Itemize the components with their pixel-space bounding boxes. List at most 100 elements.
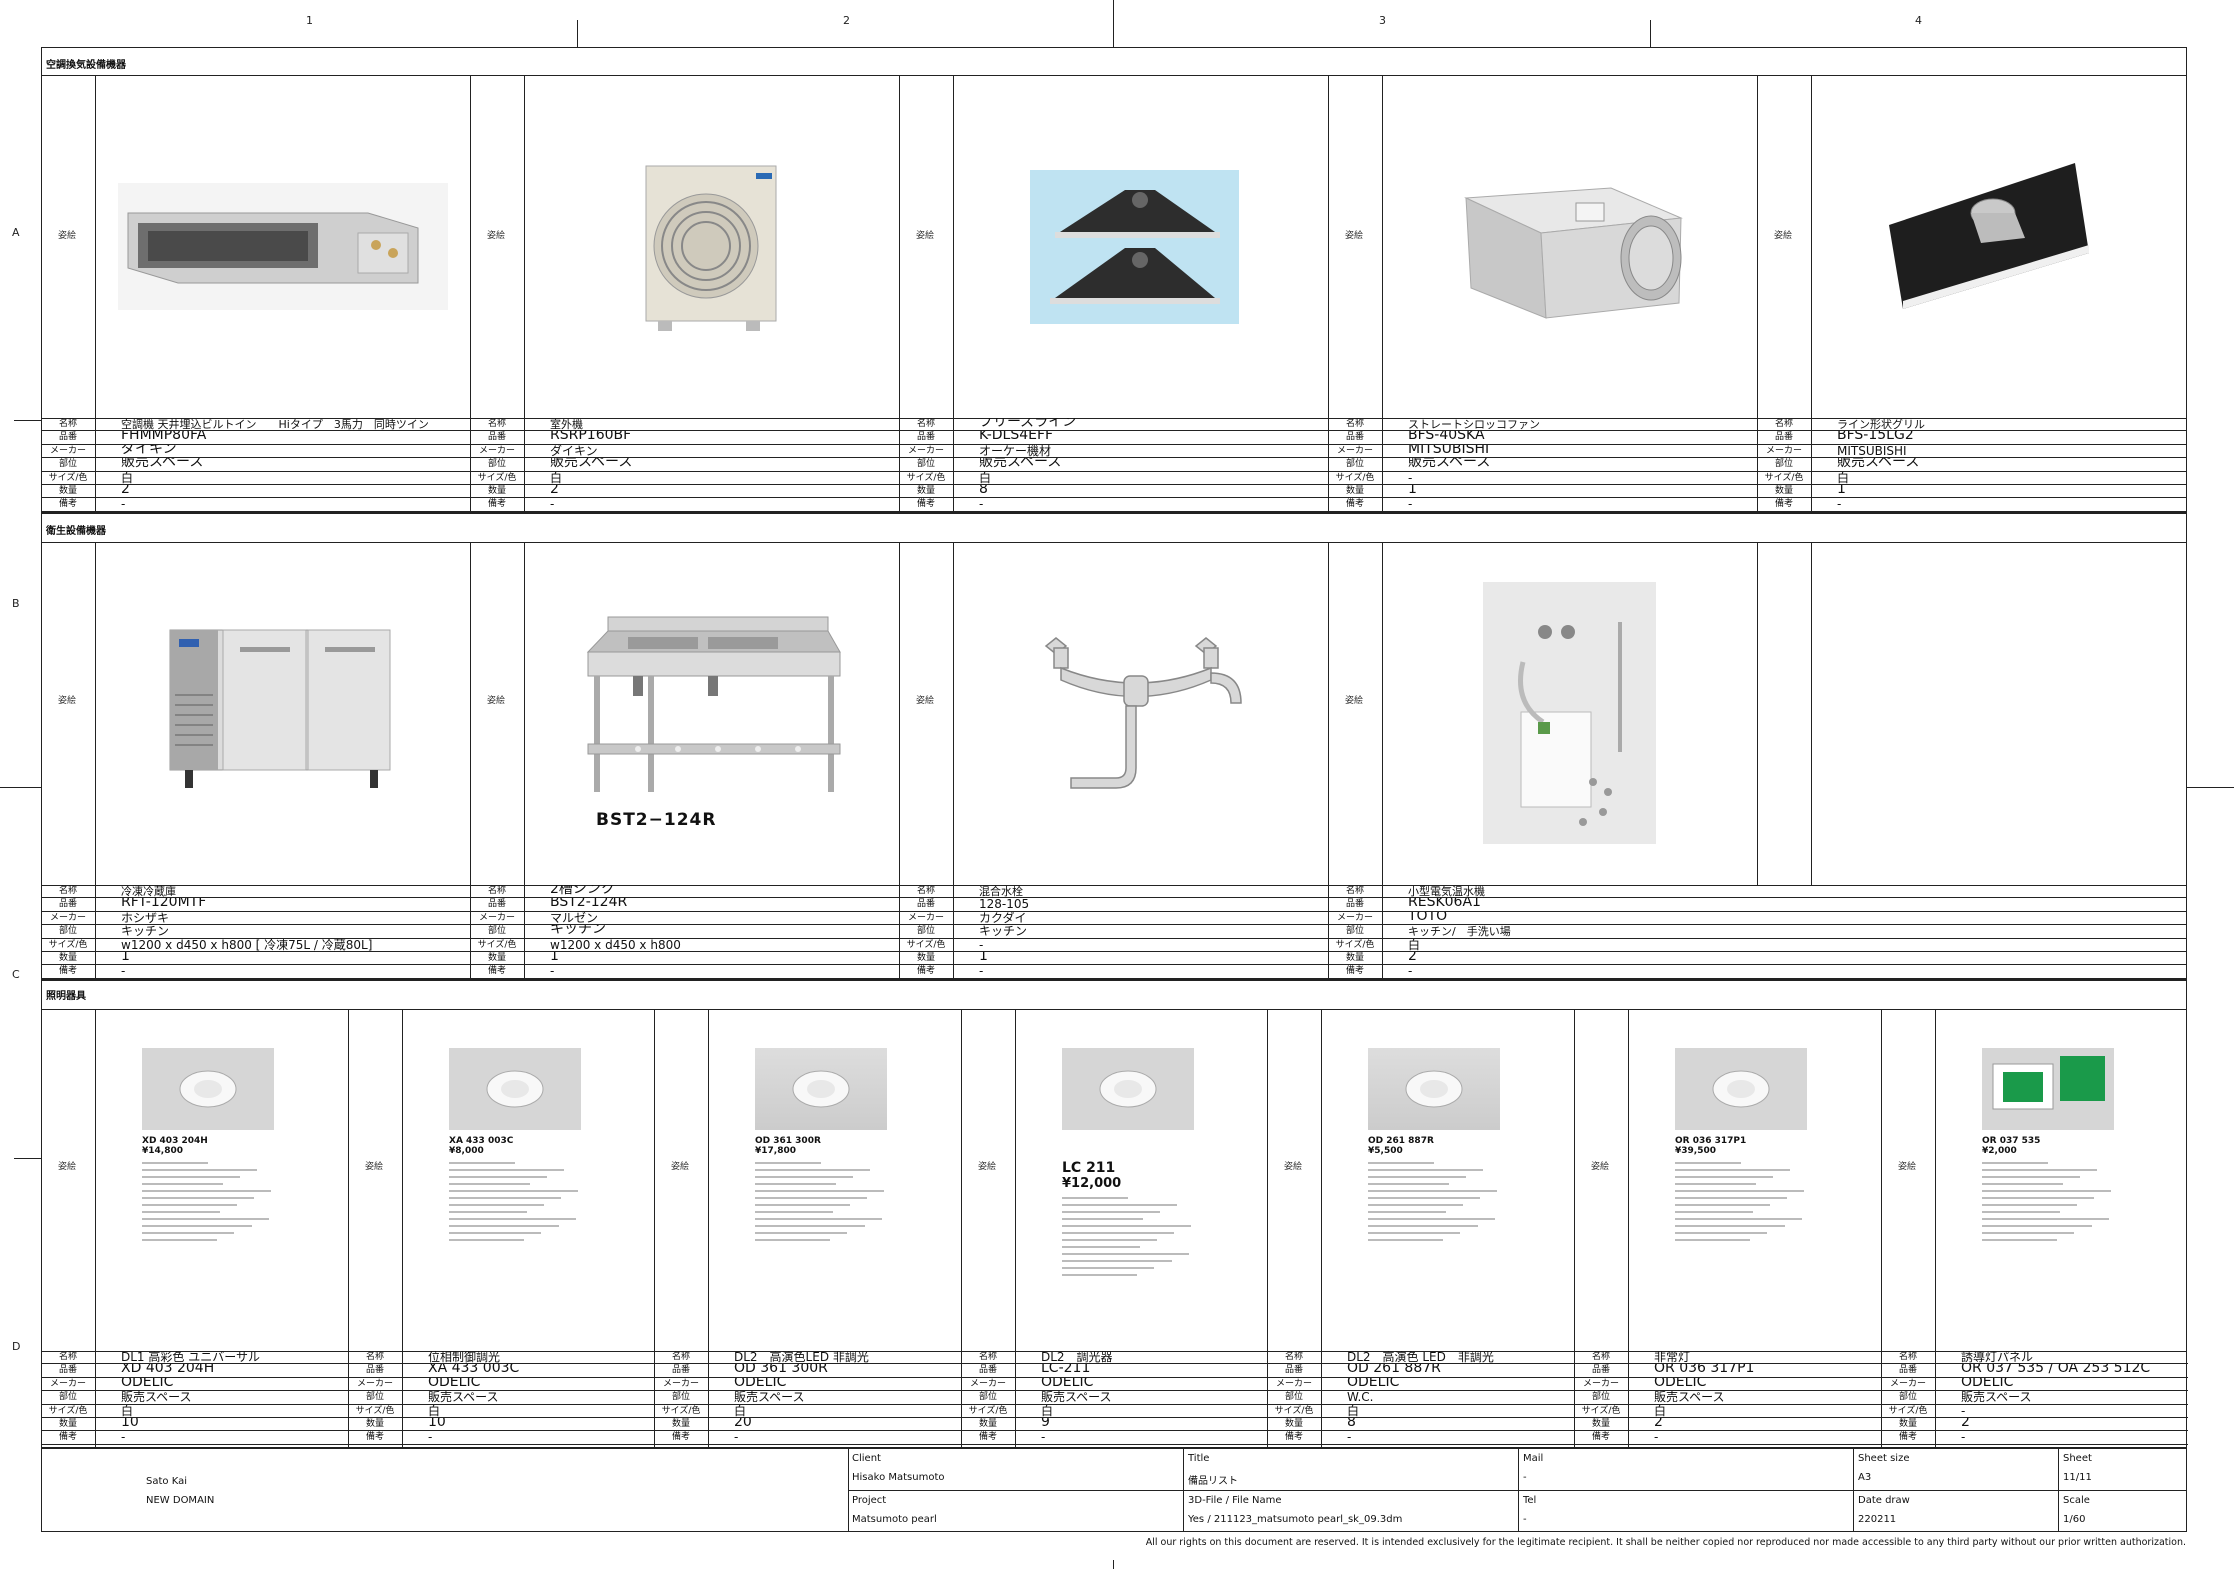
card-price: ¥12,000 (1062, 1176, 1122, 1191)
catalog-card: OR 036 317P1¥39,500 (1675, 1048, 1807, 1313)
refrigerator-image (165, 625, 395, 795)
card-price: ¥39,500 (1675, 1146, 1716, 1156)
office-name: Sato Kai (146, 1476, 187, 1487)
image-label: 姿絵 (1898, 1162, 1917, 1172)
card-price: ¥2,000 (1982, 1146, 2017, 1156)
card-fine-print (755, 1162, 887, 1241)
image-label: 姿絵 (916, 231, 935, 241)
catalog-card: LC 211¥12,000 (1062, 1048, 1194, 1313)
two-tank-sink-image (578, 612, 850, 792)
fixture-photo (142, 1048, 274, 1130)
tel-label: Tel (1523, 1495, 1537, 1506)
image-label: 姿絵 (1345, 696, 1364, 706)
image-label: 姿絵 (1591, 1162, 1610, 1172)
sink-caption: BST2−124R (596, 810, 717, 830)
file-value: Yes / 211123_matsumoto pearl_sk_09.3dm (1188, 1514, 1403, 1525)
image-label: 姿絵 (1345, 231, 1364, 241)
card-product-code: XD 403 204H (142, 1136, 208, 1146)
card-fine-print (1982, 1162, 2114, 1241)
card-product-code: OD 261 887R (1368, 1136, 1434, 1146)
sirocco-fan-image (1451, 178, 1699, 324)
grid-col-3: 3 (1379, 14, 1386, 27)
fixture-photo (755, 1048, 887, 1130)
mixing-faucet-image (1036, 618, 1246, 808)
image-label: 姿絵 (916, 696, 935, 706)
card-product-code: OR 036 317P1 (1675, 1136, 1747, 1146)
date-value: 220211 (1858, 1514, 1897, 1525)
title-value: 備品リスト (1188, 1476, 1238, 1487)
scale-value: 1/60 (2063, 1514, 2086, 1525)
mail-label: Mail (1523, 1453, 1544, 1464)
card-product-code: XA 433 003C (449, 1136, 514, 1146)
catalog-card: XD 403 204H¥14,800 (142, 1048, 274, 1313)
sheet-value: 11/11 (2063, 1472, 2092, 1483)
card-product-code: OR 037 535 (1982, 1136, 2041, 1146)
image-label: 姿絵 (978, 1162, 997, 1172)
grid-row-c: C (12, 968, 20, 981)
image-label: 姿絵 (58, 1162, 77, 1172)
card-price: ¥8,000 (449, 1146, 484, 1156)
card-product-code: LC 211 (1062, 1160, 1116, 1176)
section-title-sanitary: 衛生設備機器 (46, 526, 106, 537)
scale-label: Scale (2063, 1495, 2090, 1506)
client-label: Client (852, 1453, 881, 1464)
image-label: 姿絵 (487, 696, 506, 706)
breeze-line-diffuser-image (1030, 170, 1239, 324)
title-label: Title (1188, 1453, 1210, 1464)
catalog-card: OR 037 535¥2,000 (1982, 1048, 2114, 1313)
fixture-photo (1368, 1048, 1500, 1130)
section-title-lighting: 照明器具 (46, 991, 86, 1002)
card-price: ¥5,500 (1368, 1146, 1403, 1156)
fixture-photo (1982, 1048, 2114, 1130)
fixture-photo (1062, 1048, 1194, 1130)
catalog-card: XA 433 003C¥8,000 (449, 1048, 581, 1313)
image-label: 姿絵 (1774, 231, 1793, 241)
section-title-hvac: 空調換気設備機器 (46, 60, 126, 71)
project-value: Matsumoto pearl (852, 1514, 937, 1525)
drawing-frame (41, 47, 2187, 1532)
mail-value: - (1523, 1472, 1527, 1483)
outdoor-unit-image (638, 158, 786, 336)
tel-value: - (1523, 1514, 1527, 1525)
card-price: ¥17,800 (755, 1146, 796, 1156)
grid-col-4: 4 (1915, 14, 1922, 27)
date-label: Date draw (1858, 1495, 1910, 1506)
image-label: 姿絵 (365, 1162, 384, 1172)
grid-col-2: 2 (843, 14, 850, 27)
card-fine-print (1675, 1162, 1807, 1241)
card-fine-print (142, 1162, 274, 1241)
image-label: 姿絵 (58, 231, 77, 241)
ceiling-ducted-ac-image (118, 183, 448, 310)
catalog-card: OD 361 300R¥17,800 (755, 1048, 887, 1313)
sheet-size-value: A3 (1858, 1472, 1872, 1483)
electric-water-heater-image (1483, 582, 1656, 844)
sheet-label: Sheet (2063, 1453, 2092, 1464)
card-product-code: OD 361 300R (755, 1136, 821, 1146)
image-label: 姿絵 (1284, 1162, 1303, 1172)
image-label: 姿絵 (58, 696, 77, 706)
project-label: Project (852, 1495, 887, 1506)
file-label: 3D-File / File Name (1188, 1495, 1282, 1506)
line-grille-image (1885, 163, 2089, 310)
image-label: 姿絵 (671, 1162, 690, 1172)
grid-row-a: A (12, 226, 20, 239)
grid-col-1: 1 (306, 14, 313, 27)
fixture-photo (449, 1048, 581, 1130)
sheet-size-label: Sheet size (1858, 1453, 1910, 1464)
rights-footer: All our rights on this document are rese… (1145, 1537, 2186, 1548)
catalog-card: OD 261 887R¥5,500 (1368, 1048, 1500, 1313)
grid-row-b: B (12, 597, 20, 610)
